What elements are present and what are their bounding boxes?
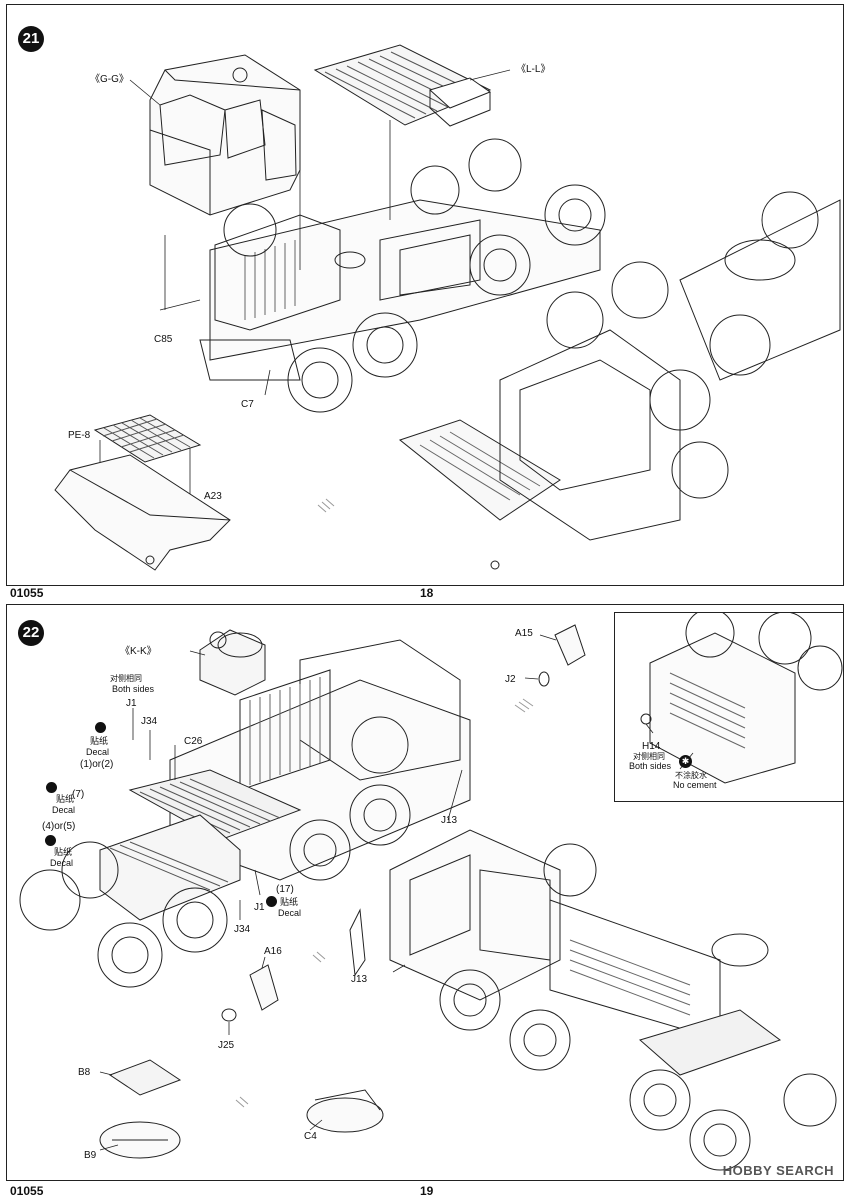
label-a15: A15 [515, 628, 533, 639]
label-ll: 《L-L》 [516, 64, 551, 75]
label-decal-en-3: Decal [50, 858, 74, 868]
label-gg: 《G-G》 [90, 74, 129, 85]
a16-part-drawing [249, 964, 279, 1011]
label-decal-en-1: Decal [86, 747, 110, 757]
label-decal-cn-1: 贴纸 [90, 736, 109, 746]
j2-ring-drawing [538, 671, 550, 687]
inset-drawing [640, 613, 843, 784]
label-a23: A23 [204, 491, 222, 502]
page-number-bottom: 19 [420, 1184, 434, 1198]
truck-rear-view-drawing [398, 191, 841, 570]
label-c26: C26 [184, 736, 203, 747]
label-j1-bottom: J1 [254, 902, 265, 913]
label-c4: C4 [304, 1131, 317, 1142]
label-j13-right: J13 [441, 815, 458, 826]
page-number-top: 18 [420, 586, 434, 600]
label-inset-both-sides-cn: 对侧相同 [633, 752, 665, 761]
truck-lower-drawing [349, 829, 837, 1171]
label-j1-top: J1 [126, 698, 137, 709]
label-j34-top: J34 [141, 716, 158, 727]
label-decal-cn-4: 贴纸 [280, 897, 299, 907]
label-j34-bottom: J34 [234, 924, 251, 935]
b8-b9-parts-drawing [99, 1059, 182, 1159]
a23-plate-drawing [54, 454, 231, 571]
label-both-sides-cn: 对侧相同 [110, 674, 142, 683]
a15-part-drawing [554, 624, 586, 666]
winch-kk-drawing [199, 629, 266, 696]
label-decal-en-4: Decal [278, 908, 302, 918]
step-number-21: 21 [18, 26, 44, 52]
product-code-top: 01055 [10, 586, 44, 600]
label-h14: H14 [642, 741, 661, 752]
step-number-22: 22 [18, 620, 44, 646]
roof-grille-drawing [313, 44, 492, 127]
label-a16: A16 [264, 946, 282, 957]
decal-icon-3 [45, 835, 56, 846]
product-code-bottom: 01055 [10, 1184, 44, 1198]
label-decal-en-2: Decal [52, 805, 76, 815]
decal-icon-1 [95, 722, 106, 733]
no-cement-icon: ✱ [679, 755, 692, 768]
label-decal-cn-2: 贴纸 [56, 794, 75, 804]
label-decal-num-4-5: (4)or(5) [42, 821, 76, 832]
label-pe8: PE-8 [68, 430, 91, 441]
label-j2: J2 [505, 674, 516, 685]
label-no-cement-cn: 不涂胶水 [675, 771, 707, 780]
truck-chassis-drawing [199, 138, 606, 413]
decal-icon-2 [46, 782, 57, 793]
label-both-sides-en: Both sides [112, 684, 155, 694]
label-decal-num-1-2: (1)or(2) [80, 759, 114, 770]
j25-ring-drawing [221, 1008, 237, 1022]
label-decal-num-7: (7) [72, 789, 85, 800]
label-no-cement-en: No cement [673, 780, 717, 790]
truck-upper-drawing [19, 639, 471, 988]
label-b9: B9 [84, 1150, 97, 1161]
label-decal-num-17: (17) [276, 884, 294, 895]
inset-detail-box: H14 对侧相同 Both sides ✱ 不涂胶水 No cement [614, 612, 844, 802]
watermark: HOBBY SEARCH [722, 1163, 834, 1178]
label-b8: B8 [78, 1067, 91, 1078]
label-j25: J25 [218, 1040, 235, 1051]
pe-8-mesh-drawing [93, 414, 202, 463]
decal-icon-4 [266, 896, 277, 907]
label-decal-cn-3: 贴纸 [54, 847, 73, 857]
label-c7: C7 [241, 399, 254, 410]
c4-part-drawing [306, 1089, 384, 1133]
label-inset-both-sides-en: Both sides [629, 761, 672, 771]
label-j13-left: J13 [351, 974, 368, 985]
label-kk: 《K-K》 [120, 646, 157, 657]
label-c85: C85 [154, 334, 173, 345]
step-21-drawing [54, 44, 841, 571]
